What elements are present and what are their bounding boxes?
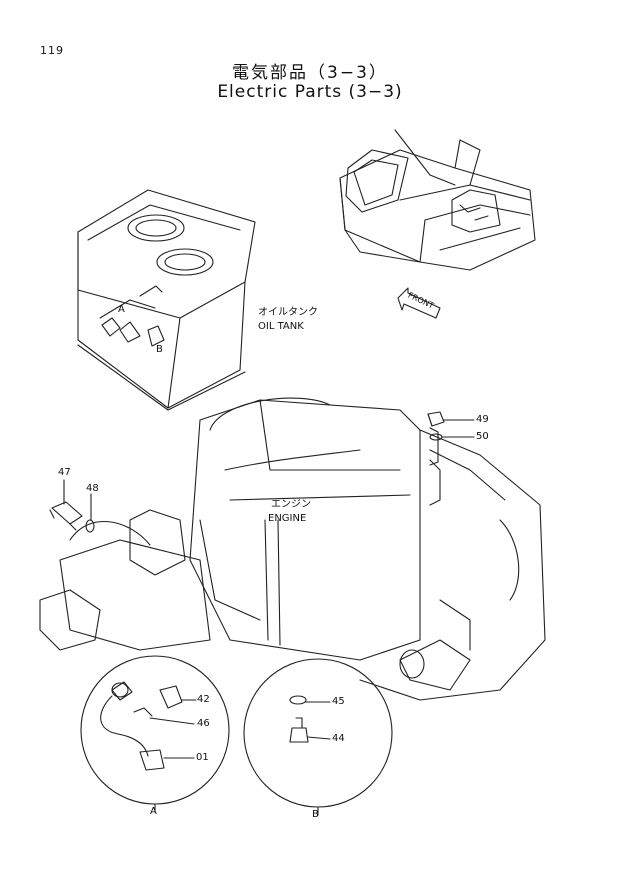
tank-view-a-marker: A [118,304,125,315]
detail-view-b [243,658,393,816]
leader-line-44 [307,736,331,740]
engine-label-english: ENGINE [268,513,307,524]
part-47-sensor-illustration [49,501,83,531]
oil-tank-illustration [77,189,256,411]
part-number-47: 47 [58,467,71,478]
detail-view-b-label: B [312,809,319,820]
part-number-50: 50 [476,431,489,442]
part-number-44: 44 [332,733,345,744]
part-number-46: 46 [197,718,210,729]
page-number: 119 [40,44,64,57]
excavator-illustration [339,129,536,271]
oil-tank-label-english: OIL TANK [258,321,304,332]
part-number-42: 42 [197,694,210,705]
part-number-45: 45 [332,696,345,707]
detail-view-a-label: A [150,806,157,817]
front-arrow-icon [397,287,441,319]
oil-tank-label-japanese: オイルタンク [258,307,318,318]
engine-illustration [39,397,546,701]
tank-view-b-marker: B [156,344,163,355]
part-48-washer-illustration [85,519,95,533]
page-title-japanese: 電気部品（3−3） [232,63,388,83]
part-number-01: 01 [196,752,209,763]
engine-label-japanese: エンジン [271,499,311,510]
leader-line-46 [149,717,195,725]
detail-view-a [80,655,230,813]
part-number-49: 49 [476,414,489,425]
part-49-nut-illustration [427,411,445,427]
page-title-english: Electric Parts (3−3) [217,82,403,102]
part-number-48: 48 [86,483,99,494]
